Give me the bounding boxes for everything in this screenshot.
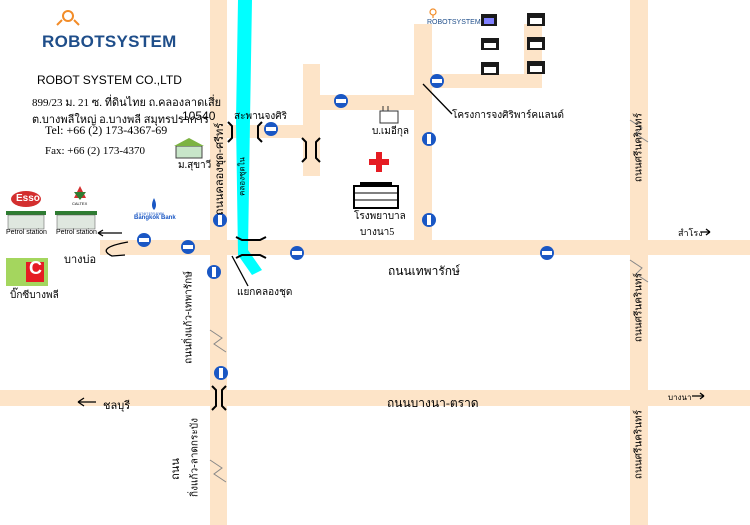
- bridge-mark: [227, 121, 233, 143]
- petrol-station-icon: [55, 186, 97, 230]
- road-label-khlong-chut: ถนนคลองชุด-ศรีทร์: [213, 122, 226, 216]
- road-bangna-trad: [0, 390, 750, 406]
- direction-samrong: สำโรง: [678, 228, 703, 238]
- one-way-sign-icon: [264, 122, 278, 136]
- company-logo-text: ROBOTSYSTEM: [42, 32, 177, 51]
- direction-chonburi: ชลบุรี: [103, 400, 131, 412]
- fax: Fax: +66 (2) 173-4370: [45, 145, 145, 157]
- house-icon: [481, 62, 499, 75]
- road-thepharak: [100, 240, 750, 255]
- label-bangbo: บางบ่อ: [64, 254, 97, 266]
- bridge-mark: [221, 385, 227, 411]
- label-hospital: โรงพยาบาล: [354, 211, 406, 222]
- bigc-logo: [6, 258, 48, 286]
- label-bank: Bangkok Bank: [134, 215, 176, 221]
- building-icon: [353, 182, 399, 209]
- road-breaks: [209, 119, 649, 483]
- one-way-sign-icon: [181, 240, 195, 254]
- one-way-sign-icon: [430, 74, 444, 88]
- village-icon: [174, 138, 204, 159]
- road-srinakarin: [630, 0, 648, 525]
- address-line-2: ต.บางพลีใหญ่ อ.บางพลี สมุทรปราการ: [32, 114, 209, 126]
- direction-bangna: บางนา: [668, 393, 692, 402]
- address-line-1: 899/23 ม. 21 ซ. ที่ดินไทย ถ.คลองลาดเสี่ย: [32, 97, 222, 109]
- label-factory: บ.เมอีกุล: [372, 126, 410, 137]
- one-way-sign-icon: [213, 213, 227, 227]
- road-label-king-kaeo-upper: ถนนกิ่งแก้ว-เทพารักษ์: [183, 271, 195, 364]
- label-project: โครงการจงศิริพาร์คแลนด์: [452, 110, 564, 121]
- label-bank-thai: ธนาคารกรุงเทพ: [136, 211, 164, 216]
- one-way-sign-icon: [207, 265, 221, 279]
- bridge-mark: [235, 254, 267, 259]
- one-way-signs: [137, 74, 554, 380]
- pointer-line: [422, 83, 453, 115]
- house-icon: [527, 13, 545, 26]
- bigc-logo-letter: C: [29, 258, 42, 278]
- robot-logo-icon: [429, 8, 437, 18]
- arrow-icon: [97, 229, 122, 237]
- house-icon: [481, 14, 497, 26]
- one-way-sign-icon: [334, 94, 348, 108]
- one-way-sign-icon: [422, 132, 436, 146]
- road-label-bangna-trad: ถนนบางนา-ตราด: [387, 396, 479, 410]
- road-label-srinakarin-1: ถนนศรีนครินทร์: [633, 112, 645, 183]
- road-label-srinakarin-2: ถนนศรีนครินทร์: [633, 272, 645, 343]
- telephone: Tel: +66 (2) 173-4367-69: [45, 123, 168, 137]
- house-icon: [527, 37, 545, 50]
- bridge-mark: [235, 236, 267, 241]
- road-label-canal: คลองชุดใน: [237, 157, 247, 196]
- one-way-sign-icon: [214, 366, 228, 380]
- bridge-mark: [257, 121, 263, 143]
- label-bridge: สะพานจงศิริ: [234, 111, 287, 122]
- road-label-srinakarin-3: ถนนศรีนครินทร์: [633, 409, 645, 480]
- bridge-mark: [315, 137, 321, 163]
- label-robotsystem-map: ROBOTSYSTEM: [427, 19, 481, 26]
- one-way-sign-icon: [422, 213, 436, 227]
- factory-icon: [379, 106, 399, 124]
- road-label-king-kaeo-lower-2: กิ่งแก้ว-ลาดกระบัง: [189, 418, 201, 497]
- petrol-station-icon: [6, 191, 46, 230]
- pointer-line: [231, 255, 249, 287]
- bank-icon: [152, 198, 156, 210]
- one-way-sign-icon: [540, 246, 554, 260]
- bridge-marks: [211, 121, 321, 411]
- road-label-thepharak: ถนนเทพารักษ์: [388, 264, 460, 278]
- canal: [236, 0, 262, 275]
- one-way-sign-icon: [137, 233, 151, 247]
- label-petrol-2: Petrol station: [56, 229, 97, 236]
- label-esso: Esso: [16, 193, 40, 204]
- road-label-king-kaeo-lower-1: ถนน: [169, 458, 182, 480]
- arrow-icon: [105, 241, 129, 257]
- houses: [481, 13, 545, 75]
- arrow-icon: [702, 228, 711, 236]
- label-petrol-1: Petrol station: [6, 229, 47, 236]
- label-bigc: บิ๊กซีบางพลี: [10, 290, 59, 301]
- arrow-icon: [692, 392, 705, 400]
- hospital-cross-icon: [369, 152, 389, 172]
- company-logo: [56, 10, 80, 26]
- label-caltex: CALTEX: [72, 201, 88, 206]
- bridge-mark: [211, 385, 217, 411]
- bridge-mark: [301, 137, 307, 163]
- road-soi-horizontal: [303, 95, 431, 110]
- company-name: ROBOT SYSTEM CO.,LTD: [37, 73, 182, 87]
- house-icon: [527, 61, 545, 74]
- postcode: 10540: [182, 109, 216, 123]
- label-hospital-branch: บางนา5: [360, 227, 395, 238]
- road-soi-right-branch: [524, 24, 542, 88]
- road-khlong-chut: [210, 0, 227, 525]
- label-village: ม.สุขาวี: [178, 160, 212, 171]
- label-junction: แยกคลองชุด: [237, 287, 293, 298]
- house-icon: [481, 38, 499, 50]
- road-soi-top: [414, 74, 542, 88]
- one-way-sign-icon: [290, 246, 304, 260]
- direction-arrows: [77, 83, 711, 407]
- arrow-icon: [77, 397, 96, 407]
